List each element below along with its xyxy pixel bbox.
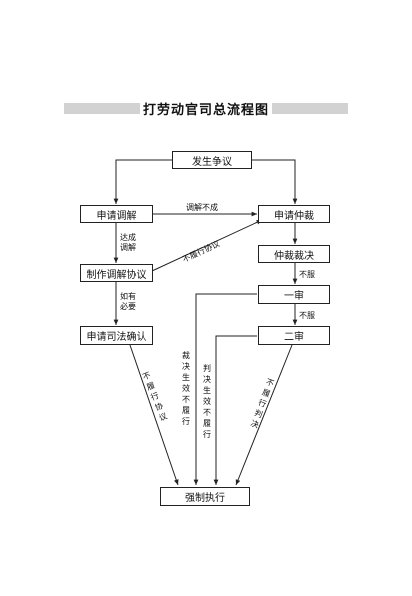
edge-breach-agreement: [151, 219, 263, 272]
node-first-instance: 一审: [258, 285, 330, 304]
node-judicial-confirm: 申请司法确认: [80, 326, 153, 345]
node-dispute: 发生争议: [172, 151, 252, 169]
edge-dispute-arbitration: [252, 159, 298, 204]
label-not-satisfied-2: 不服: [299, 311, 315, 320]
label-mediation-failed: 调解不成: [186, 203, 218, 212]
diagram-title: 打劳动官司总流程图: [142, 103, 269, 118]
label-judgment-effective-unperformed: 判决生效不履行: [203, 364, 211, 439]
node-second-instance: 二审: [258, 326, 330, 345]
title-bar-right: [272, 103, 348, 114]
label-award-effective-unperformed: 裁决生效不履行: [182, 351, 190, 426]
edge-award-enforcement: [193, 293, 257, 485]
node-arbitration-award: 仲裁裁决: [258, 245, 330, 263]
edge-confirm-enforcement: [129, 344, 179, 486]
label-if-necessary: 如有必要: [120, 292, 136, 311]
node-mediation-agreement: 制作调解协议: [80, 264, 153, 282]
label-not-satisfied-1: 不服: [299, 270, 315, 279]
edge-dispute-mediation: [113, 159, 172, 204]
title-bar-left: [64, 103, 140, 114]
node-mediation-apply: 申请调解: [80, 205, 153, 223]
edge-second-enforcement: [235, 344, 293, 486]
label-mediation-reached: 达成调解: [120, 233, 136, 252]
edge-judgment-enforcement: [213, 335, 257, 485]
node-enforcement: 强制执行: [160, 487, 250, 506]
node-arbitration-apply: 申请仲裁: [258, 205, 330, 223]
